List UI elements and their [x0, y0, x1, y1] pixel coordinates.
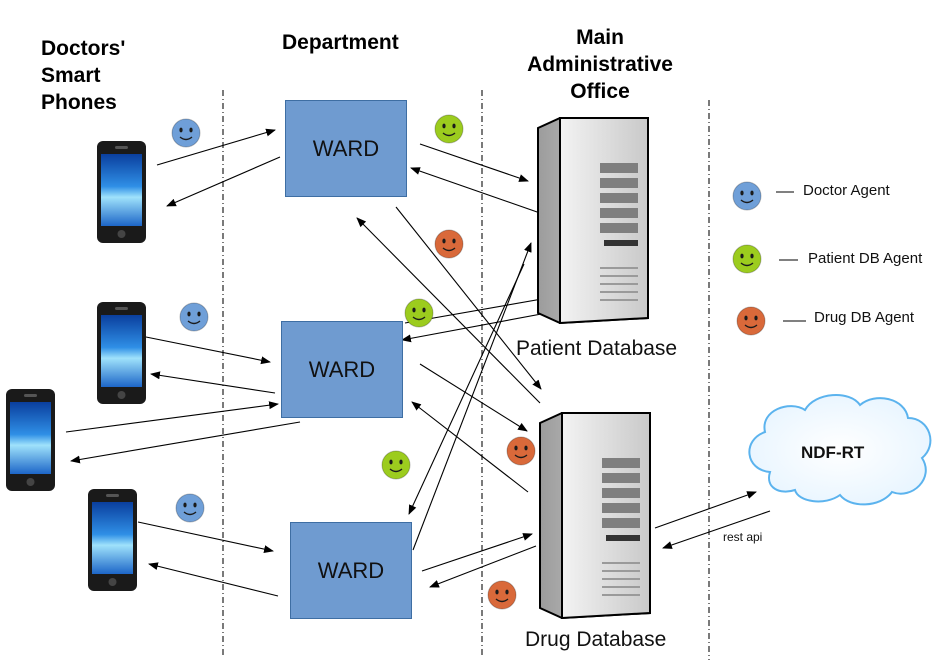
arrow	[65, 401, 279, 433]
drug-db-agent-icon	[434, 229, 464, 259]
message-arrows	[65, 128, 771, 597]
arrow	[356, 217, 541, 404]
arrow	[145, 336, 271, 365]
doctor-agent-icon	[171, 118, 201, 148]
arrow	[411, 401, 529, 493]
legend-patient-db-agent-label: Patient DB Agent	[808, 250, 923, 267]
phones-heading-line: Phones	[41, 91, 117, 114]
arrow	[395, 206, 542, 390]
patient-db-agent-icon	[434, 114, 464, 144]
ward-box: WARD	[281, 321, 403, 418]
arrow	[410, 167, 541, 214]
smartphone-icon	[97, 302, 146, 404]
server-icon	[537, 117, 649, 325]
phones-heading: Doctors' Smart Phones	[41, 35, 125, 116]
doctor-agent-icon	[175, 493, 205, 523]
drug-db-agent-icon	[487, 580, 517, 610]
ward-label: WARD	[312, 135, 380, 161]
legend-dashes	[776, 191, 806, 322]
patient-db-agent-icon	[381, 450, 411, 480]
legend-patient-db-agent-icon	[732, 244, 762, 274]
legend-doctor-agent-label: Doctor Agent	[803, 182, 890, 199]
arrow	[156, 128, 276, 166]
phones-heading-line: Smart	[41, 64, 101, 87]
rest-api-label: rest api	[723, 530, 763, 544]
legend-drug-db-agent-icon	[736, 306, 766, 336]
legend-drug-db-agent-label: Drug DB Agent	[814, 309, 915, 326]
arrow	[429, 545, 537, 588]
arrow	[654, 491, 757, 529]
arrow	[419, 363, 528, 432]
ward-box: WARD	[285, 100, 407, 197]
department-heading: Department	[282, 29, 399, 56]
ward-label: WARD	[308, 356, 376, 382]
office-heading: Main Administrative Office	[514, 24, 686, 105]
smartphone-icon	[6, 389, 55, 491]
ward-box: WARD	[290, 522, 412, 619]
ward-label: WARD	[317, 557, 385, 583]
arrow	[148, 562, 279, 597]
patient-db-agent-icon	[404, 298, 434, 328]
office-heading-line: Administrative	[527, 53, 673, 76]
drug-db-agent-icon	[506, 436, 536, 466]
arrow	[408, 263, 525, 515]
arrow	[662, 510, 771, 549]
smartphone-icon	[88, 489, 137, 591]
arrow	[419, 143, 529, 182]
patient-database-label: Patient Database	[516, 337, 678, 360]
arrow	[70, 421, 301, 464]
arrow	[412, 242, 532, 551]
agent-icons	[171, 114, 766, 610]
doctor-agent-icon	[179, 302, 209, 332]
arrow	[421, 533, 533, 572]
smartphone-icon	[97, 141, 146, 243]
office-heading-line: Office	[570, 80, 630, 103]
department-heading-text: Department	[282, 31, 399, 54]
cloud-icon	[748, 393, 932, 506]
phones-heading-line: Doctors'	[41, 37, 126, 60]
server-icon	[539, 412, 651, 620]
arrow	[137, 521, 274, 554]
legend-doctor-agent-icon	[732, 181, 762, 211]
drug-database-label: Drug Database	[525, 628, 667, 651]
office-heading-line: Main	[576, 26, 624, 49]
arrow	[150, 371, 276, 394]
column-separators	[222, 90, 710, 660]
ndf-rt-label: NDF-RT	[801, 443, 865, 462]
arrow	[166, 156, 281, 207]
